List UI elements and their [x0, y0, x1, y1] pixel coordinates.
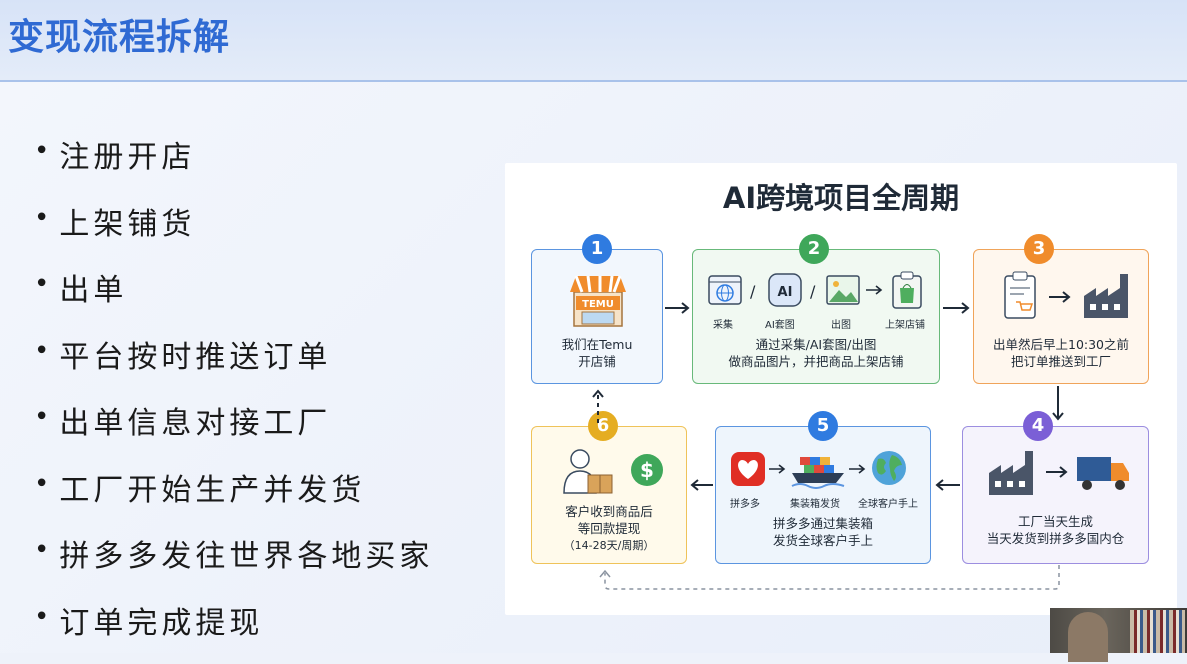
- sub-label-pdd: 拼多多: [730, 495, 760, 510]
- step-1-text: 我们在Temu 开店铺: [532, 336, 662, 370]
- step-4-box: 4 工厂当天生成 当天发货到拼多多国内仓: [962, 426, 1149, 564]
- step-3-text: 出单然后早上10:30之前 把订单推送到工厂: [974, 336, 1148, 370]
- bullet-dot: •: [34, 535, 53, 565]
- bullet-item: •注册开店: [34, 132, 433, 199]
- bullet-item: •出单信息对接工厂: [34, 398, 433, 465]
- step-3-badge: 3: [1024, 234, 1054, 264]
- step-1-box: 1 TEMU 我们在Temu 开店铺: [531, 249, 663, 384]
- arrow-right-icon: [848, 463, 868, 475]
- dollar-coin-icon: $: [630, 453, 664, 487]
- arrow-4-to-5: [932, 478, 962, 492]
- factory-icon: [987, 447, 1039, 499]
- bullet-item: •工厂开始生产并发货: [34, 465, 433, 532]
- step-5-badge: 5: [808, 411, 838, 441]
- factory-icon: [1082, 270, 1134, 320]
- order-clipboard-icon: [1002, 270, 1038, 320]
- bullet-dot: •: [34, 602, 53, 632]
- separator: /: [750, 282, 755, 301]
- storefront-icon: TEMU: [568, 272, 628, 328]
- arrow-3-to-4: [1051, 384, 1065, 424]
- bullet-dot: •: [34, 402, 53, 432]
- pinduoduo-logo-icon: [730, 451, 766, 487]
- arrow-right-icon: [1048, 290, 1074, 304]
- temu-logo-text: TEMU: [582, 299, 614, 310]
- bullet-dot: •: [34, 136, 53, 166]
- webcam-overlay: [1050, 608, 1187, 653]
- cycle-infographic: AI跨境项目全周期 1 TEMU 我们在Temu 开店铺 2 采集 /: [505, 163, 1177, 615]
- bullet-item: •上架铺货: [34, 199, 433, 266]
- step-2-text: 通过采集/AI套图/出图 做商品图片，并把商品上架店铺: [693, 336, 939, 370]
- separator: /: [810, 282, 815, 301]
- sub-label-container: 集装箱发货: [790, 495, 840, 510]
- arrow-1-to-2: [663, 301, 693, 315]
- bullet-item: •拼多多发往世界各地买家: [34, 531, 433, 598]
- sub-label-list-shop: 上架店铺: [885, 316, 925, 331]
- sub-label-global: 全球客户手上: [858, 495, 918, 510]
- step-5-box: 5 拼多多 集装箱发货 全球客户手上 拼多多: [715, 426, 931, 564]
- bullet-item: •出单: [34, 265, 433, 332]
- bullet-item: •平台按时推送订单: [34, 332, 433, 399]
- arrow-right-icon: [865, 284, 885, 296]
- bullet-dot: •: [34, 469, 53, 499]
- arrow-right-icon: [768, 463, 788, 475]
- bullet-list: •注册开店 •上架铺货 •出单 •平台按时推送订单 •出单信息对接工厂 •工厂开…: [34, 132, 433, 664]
- bullet-dot: •: [34, 336, 53, 366]
- delivery-truck-icon: [1075, 453, 1131, 493]
- step-6-text: 客户收到商品后 等回款提现 （14-28天/周期）: [532, 503, 686, 554]
- customer-package-icon: [562, 445, 616, 495]
- sub-label-ai-set: AI套图: [765, 316, 795, 331]
- arrow-right-icon: [1045, 465, 1071, 479]
- presenter-silhouette: [1068, 612, 1108, 662]
- step-2-badge: 2: [799, 234, 829, 264]
- bullet-item: •订单完成提现: [34, 598, 433, 664]
- return-loop-dashed-arrow: [595, 563, 1065, 593]
- image-icon: [825, 272, 861, 308]
- bookshelf-background: [1130, 610, 1185, 653]
- infographic-title: AI跨境项目全周期: [505, 175, 1177, 217]
- step-3-box: 3 出单然后早上10:30之前 把订单推送到工厂: [973, 249, 1149, 384]
- web-collect-icon: [707, 272, 743, 308]
- arrow-5-to-6: [687, 478, 715, 492]
- ai-icon: AI: [767, 272, 803, 308]
- ai-icon-label: AI: [778, 285, 793, 300]
- step-6-box: 6 $ 客户收到商品后 等回款提现 （14-28天/周期）: [531, 426, 687, 564]
- arrow-2-to-3: [941, 301, 973, 315]
- dollar-sign: $: [640, 458, 654, 482]
- container-ship-icon: [790, 449, 846, 489]
- step-4-text: 工厂当天生成 当天发货到拼多多国内仓: [963, 513, 1148, 547]
- sub-label-output: 出图: [831, 316, 851, 331]
- bullet-dot: •: [34, 269, 53, 299]
- step-2-box: 2 采集 / AI AI套图 / 出图 上架: [692, 249, 940, 384]
- slide-title: 变现流程拆解: [8, 8, 230, 60]
- slide-header: 变现流程拆解: [0, 0, 1187, 82]
- globe-icon: [870, 449, 908, 487]
- sub-label-collect: 采集: [713, 316, 733, 331]
- step-4-badge: 4: [1023, 411, 1053, 441]
- clipboard-bag-icon: [889, 270, 925, 310]
- step-1-badge: 1: [582, 234, 612, 264]
- bullet-dot: •: [34, 203, 53, 233]
- arrow-6-to-1-dashed: [591, 385, 605, 425]
- step-5-text: 拼多多通过集装箱 发货全球客户手上: [716, 515, 930, 549]
